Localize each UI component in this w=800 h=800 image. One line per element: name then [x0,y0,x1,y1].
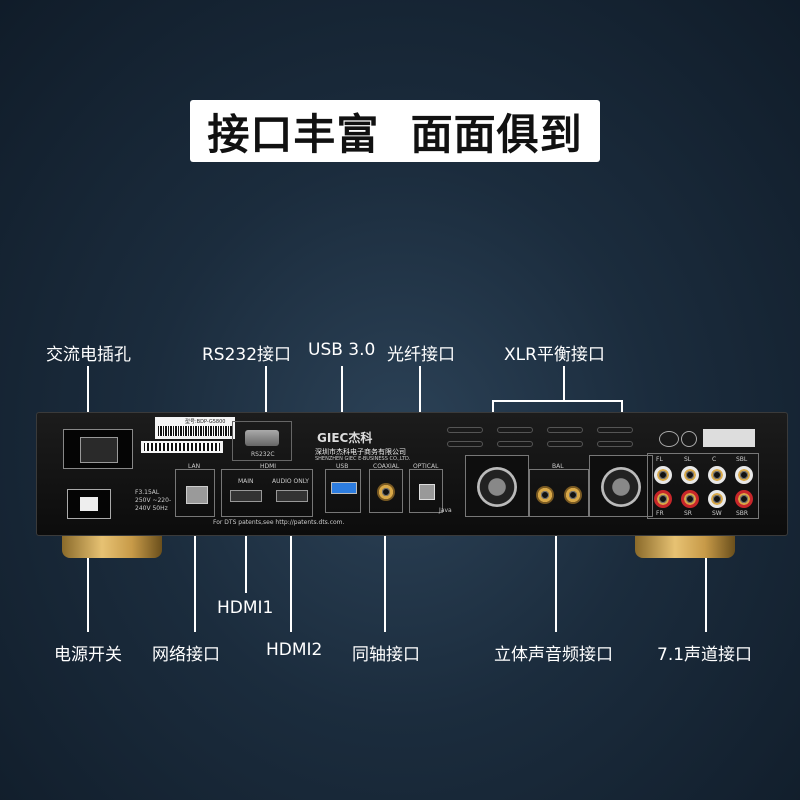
coaxial-frame: COAXIAL [369,463,403,513]
surround-frame: FL SL C SBL FR SR SW SBR [647,453,759,519]
headline: 接口丰富 面面俱到 [190,100,600,162]
ac-socket-label: 交流电插孔 [46,345,131,365]
vent-slot [597,427,633,433]
warning-sticker [703,429,755,447]
gold-foot [635,532,735,558]
vent-slot [497,427,533,433]
usb-frame: USB [325,463,361,513]
hdmi-frame: HDMI MAIN AUDIO ONLY [221,463,313,517]
pointer-line [245,505,247,593]
pointer-line [87,520,89,632]
hdmi-audio-only-text: AUDIO ONLY [272,478,309,485]
ch-sw: SW [712,510,722,517]
pointer-line [265,366,267,422]
stereo-port-right[interactable] [564,486,582,504]
rs232-port-frame: RS232C [232,421,292,461]
cert-icon [681,431,697,447]
hdmi-text: HDMI [260,463,277,470]
vent-slot [547,441,583,447]
usb-text: USB [336,463,349,470]
optical-frame: OPTICAL [409,463,443,513]
power-switch-label: 电源开关 [54,645,122,665]
hdmi2-label: HDMI2 [266,640,323,660]
xlr-label: XLR平衡接口 [504,345,605,365]
xlr-right-port[interactable] [477,467,517,507]
rca-sr[interactable] [681,490,699,508]
ch-c: C [712,456,717,463]
rs232c-text: RS232C [251,451,275,458]
ch-sbr: SBR [736,510,749,517]
stereo-port-left[interactable] [536,486,554,504]
pointer-line [384,508,386,632]
pointer-line [194,500,196,632]
vent-slot [597,441,633,447]
model-text: 型号:BDP-G5800 [185,419,226,425]
serial-sticker [141,441,223,453]
xlr-right-frame [465,455,529,517]
hdmi2-port[interactable] [276,490,308,502]
ch-fl: FL [656,456,663,463]
ch-sr: SR [684,510,692,517]
lan-text: LAN [188,463,201,470]
coaxial-text: COAXIAL [373,463,400,470]
java-logo: Java [439,507,452,514]
rca-fl[interactable] [654,466,672,484]
pointer-line [492,400,622,402]
optical-label: 光纤接口 [387,345,455,365]
model-sticker: 型号:BDP-G5800 [155,417,235,439]
coaxial-port[interactable] [377,483,395,501]
network-label: 网络接口 [152,645,220,665]
vent-slot [497,441,533,447]
bal-text: BAL [552,463,564,470]
rca-sw[interactable] [708,490,726,508]
ethernet-port[interactable] [186,486,208,504]
ch-fr: FR [656,510,664,517]
lan-frame: LAN [175,463,215,517]
power-switch[interactable] [67,489,111,519]
ch-sl: SL [684,456,692,463]
optical-text: OPTICAL [413,463,439,470]
rca-sbl[interactable] [735,466,753,484]
company-name-en: SHENZHEN GIEC E-BUSINESS CO.,LTD. [315,456,411,462]
hdmi1-label: HDMI1 [217,598,274,618]
hdmi1-port[interactable] [230,490,262,502]
surround-label: 7.1声道接口 [657,645,753,665]
player-back-panel: F3.15AL 250V ~220-240V 50Hz 型号:BDP-G5800… [36,412,788,536]
pointer-line [555,510,557,632]
gold-foot [62,532,162,558]
socket-pins [80,437,118,463]
rca-c[interactable] [708,466,726,484]
rca-sbr[interactable] [735,490,753,508]
stereo-label: 立体声音频接口 [494,645,613,665]
pointer-line [87,366,89,428]
xlr-left-port[interactable] [601,467,641,507]
vent-slot [547,427,583,433]
xlr-left-frame [589,455,653,517]
optical-port[interactable] [419,484,435,500]
rs232-label: RS232接口 [202,345,292,365]
fuse-text: F3.15AL 250V ~220-240V 50Hz [135,489,172,512]
brand-logo: GIEC杰科 [317,431,373,445]
barcode [158,426,232,436]
rca-fr[interactable] [654,490,672,508]
ch-sbl: SBL [736,456,748,463]
coaxial-label: 同轴接口 [352,645,420,665]
vent-slot [447,441,483,447]
hdmi-main-text: MAIN [238,478,254,485]
barcode [144,443,220,451]
cert-icon [659,431,679,447]
bal-frame: BAL [529,463,589,517]
rca-sl[interactable] [681,466,699,484]
usb3-port[interactable] [331,482,357,494]
rs232-port[interactable] [245,430,279,446]
pointer-line [290,505,292,632]
vent-slot [447,427,483,433]
switch-rocker [80,497,98,511]
ac-socket[interactable] [63,429,133,469]
pointer-line [705,510,707,632]
dts-notice: For DTS patents,see http://patents.dts.c… [213,519,345,526]
usb-label: USB 3.0 [308,340,376,360]
pointer-line [563,366,565,400]
company-name: 深圳市杰科电子商务有限公司 [315,448,406,456]
